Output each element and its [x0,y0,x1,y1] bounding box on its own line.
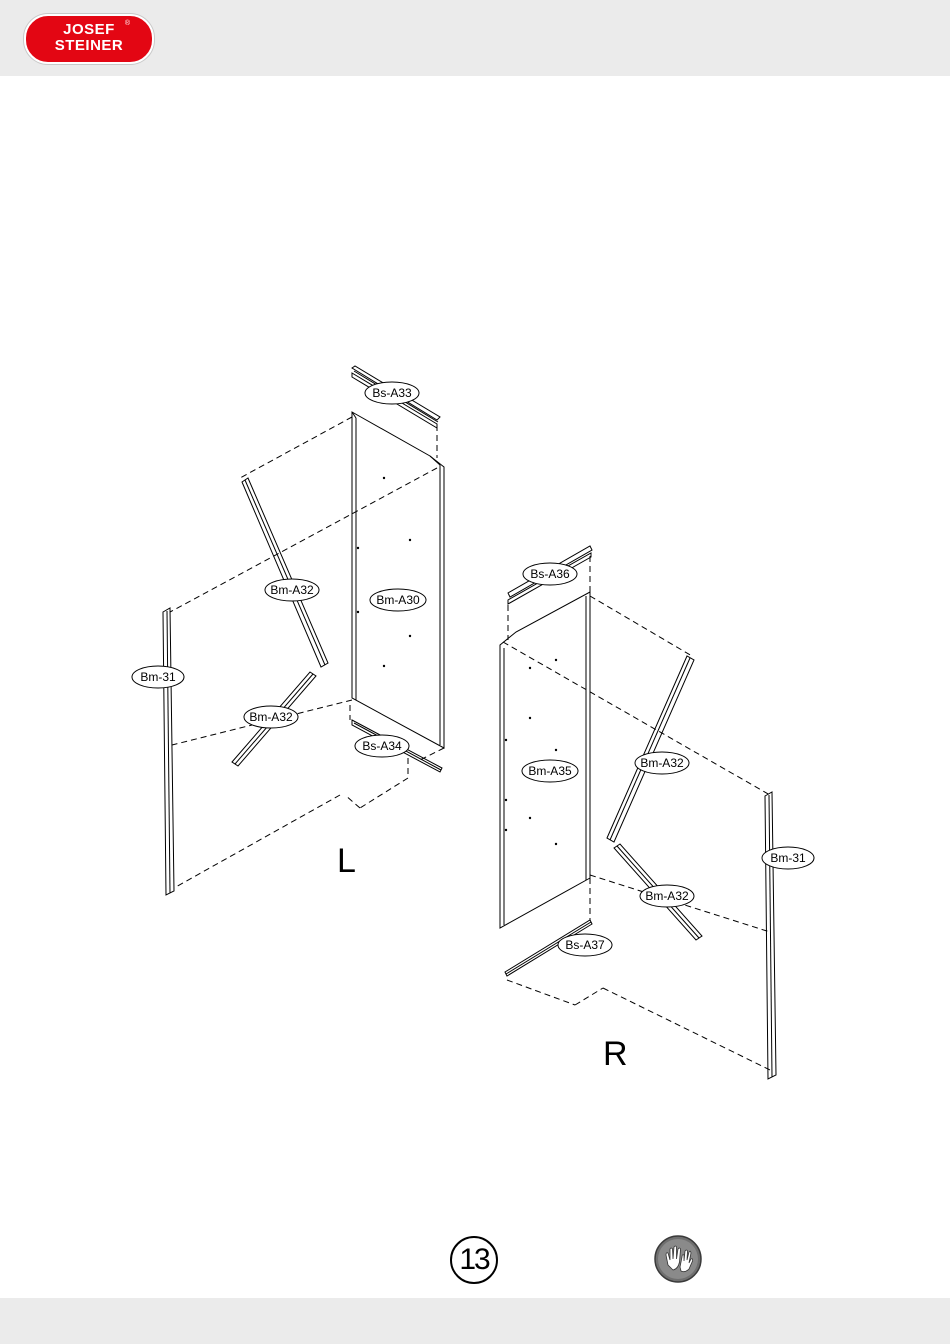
part-bm-a32-left-upper [242,478,328,667]
label-bm-a30: Bm-A30 [376,593,420,607]
label-bs-a37: Bs-A37 [565,938,605,952]
part-bm-a32-right-upper [607,656,694,842]
label-bs-a33: Bs-A33 [372,386,412,400]
label-bs-a34: Bs-A34 [362,739,402,753]
guide-lines-left [170,417,444,888]
footer-bar [0,1298,950,1344]
gloves-icon [654,1235,702,1283]
label-bm-a32-left-lower: Bm-A32 [249,710,293,724]
guide-lines-right [503,556,770,1070]
part-bm-31-left [163,608,174,895]
label-bm-31-left: Bm-31 [140,670,176,684]
step-number: 13 [450,1236,498,1284]
label-bm-a35: Bm-A35 [528,764,572,778]
label-bm-a32-left-upper: Bm-A32 [270,583,314,597]
label-bm-31-right: Bm-31 [770,851,806,865]
side-label-left: L [337,842,356,880]
label-bs-a36: Bs-A36 [530,567,570,581]
side-label-right: R [603,1035,628,1073]
part-bm-31-right [765,792,776,1079]
label-bm-a32-right-upper: Bm-A32 [640,756,684,770]
label-bm-a32-right-lower: Bm-A32 [645,889,689,903]
part-bm-a30-panel [352,412,444,748]
